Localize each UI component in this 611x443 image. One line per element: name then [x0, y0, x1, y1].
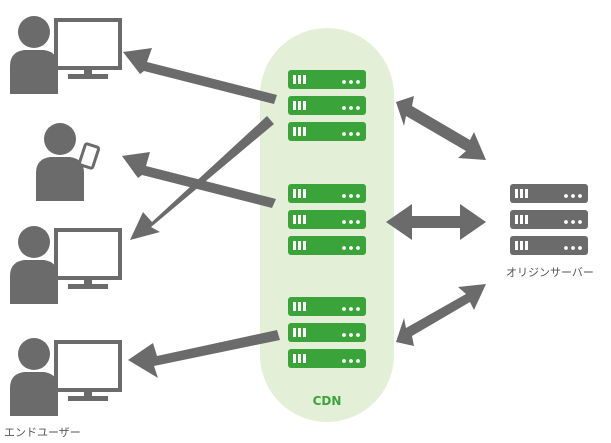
- cdn-server-2-icon: [288, 184, 366, 255]
- arrow-cdn2-origin: [386, 204, 486, 240]
- arrow-cdn1-to-desktop-user-2: [130, 116, 274, 240]
- end-user-desktop-2-icon: [10, 226, 120, 304]
- cdn-server-1-icon: [288, 70, 366, 141]
- origin-server-icon: [510, 184, 588, 255]
- arrow-cdn3-origin: [396, 284, 486, 346]
- arrow-cdn3-to-desktop-user-3: [128, 330, 280, 378]
- arrow-cdn1-origin: [396, 96, 486, 160]
- end-user-label: エンドユーザー: [4, 426, 81, 439]
- origin-server-label: オリジンサーバー: [506, 266, 594, 279]
- arrow-cdn1-to-desktop-user-1: [123, 48, 277, 104]
- end-user-smartphone-icon: [36, 123, 99, 201]
- cdn-server-3-icon: [288, 297, 366, 368]
- end-user-desktop-1-icon: [10, 16, 120, 94]
- cdn-label: CDN: [312, 394, 342, 408]
- end-user-desktop-3-icon: [10, 338, 120, 416]
